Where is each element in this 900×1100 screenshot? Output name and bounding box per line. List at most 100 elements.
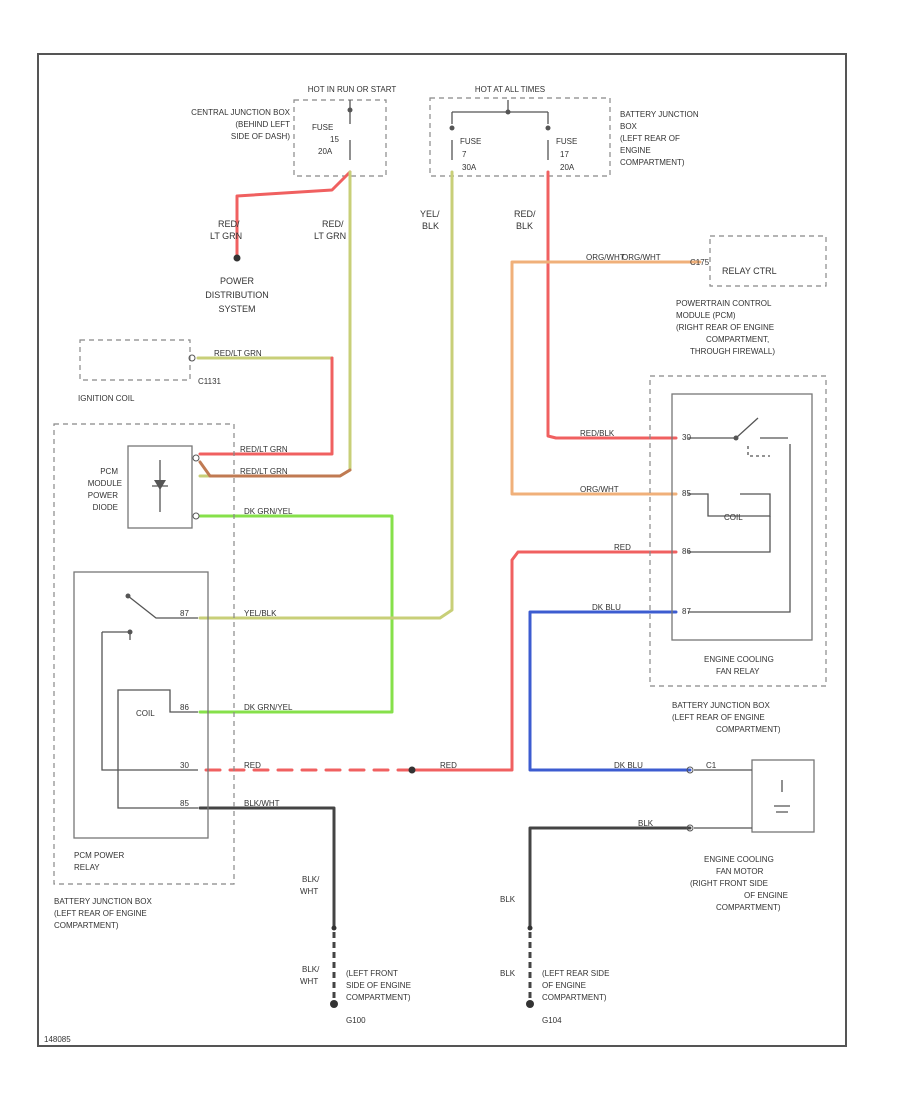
wire-red-lt-grn-1-b: LT GRN [210,231,242,241]
fuse-15-number: 15 [330,135,339,144]
wire-red-lt-grn-ignition [198,170,352,478]
fan-relay-pin-87: 87 [682,607,691,616]
relay-ctrl-label: RELAY CTRL [722,266,777,276]
label-red-b: RED [440,761,457,770]
ground-right-l2: OF ENGINE [542,981,586,990]
wire-red-lt-grn-2-a: RED/ [322,219,344,229]
wire-red-fan-relay [410,550,678,772]
pwr-relay-coil-label: COIL [136,709,155,718]
wire-blk-fan-motor [528,826,692,1006]
power-distribution-l2: DISTRIBUTION [205,290,269,300]
battery-junction-box-top-l3: (LEFT REAR OF [620,134,680,143]
ground-left-wire-c: BLK/ [302,965,320,974]
wire-red-lt-grn-coil-drop [198,356,334,456]
pcm-diode-l2: MODULE [88,479,122,488]
fuse-17-label: FUSE [556,137,577,146]
fan-relay-pin-85: 85 [682,489,691,498]
wire-red-blk-a: RED/ [514,209,536,219]
hot-at-all-times-label: HOT AT ALL TIMES [475,85,545,94]
wire-yel-blk-relay [198,170,454,620]
fuse-7-label: FUSE [460,137,481,146]
pcm-l4: COMPARTMENT, [706,335,769,344]
battery-junction-fuse-box-top: HOT AT ALL TIMES FUSE 7 30A FUSE 17 20A … [429,85,699,177]
label-dk-grn-yel-a: DK GRN/YEL [244,507,293,516]
central-junction-box-loc1: (BEHIND LEFT [235,120,290,129]
wire-red-lt-grn-1-a: RED/ [218,219,240,229]
hot-run-start-label: HOT IN RUN OR START [308,85,397,94]
pcm-relay-ctrl-box: C175 RELAY CTRL POWERTRAIN CONTROL MODUL… [676,235,827,356]
fuse-17-number: 17 [560,150,569,159]
battery-junction-box-top-l5: COMPARTMENT) [620,158,685,167]
central-junction-fuse-box: HOT IN RUN OR START FUSE 15 20A CENTRAL … [191,85,397,177]
ground-left-l2: SIDE OF ENGINE [346,981,411,990]
fuse-15-label: FUSE [312,123,333,132]
label-org-wht-c: ORG/WHT [622,253,661,262]
pcm-power-relay-l2: RELAY [74,863,100,872]
pcm-l2: MODULE (PCM) [676,311,736,320]
ground-left-wire-a: BLK/ [302,875,320,884]
fuse-17-rating: 20A [560,163,575,172]
power-distribution-l1: POWER [220,276,255,286]
pwr-relay-pin-30: 30 [180,761,189,770]
fuse-7-rating: 30A [462,163,477,172]
wire-dk-grn-yel-diode [198,514,394,714]
wire-dk-blu [528,610,692,772]
label-org-wht-b: ORG/WHT [580,485,619,494]
left-bjb-l3: COMPARTMENT) [54,921,119,930]
pwr-relay-pin-85: 85 [180,799,189,808]
wire-yel-blk-a: YEL/ [420,209,440,219]
splice-red [408,766,416,774]
battery-junction-box-top-l4: ENGINE [620,146,651,155]
pcm-diode-l3: POWER [88,491,118,500]
fan-motor-l1: ENGINE COOLING [704,855,774,864]
left-bjb-l2: (LEFT REAR OF ENGINE [54,909,147,918]
ground-left-wire-d: WHT [300,977,318,986]
pwr-relay-pin-87: 87 [180,609,189,618]
label-red-a: RED [244,761,261,770]
diagram-frame [37,53,847,1047]
pcm-l5: THROUGH FIREWALL) [690,347,775,356]
right-bjb-l2: (LEFT REAR OF ENGINE [672,713,765,722]
battery-junction-box-top-l2: BOX [620,122,638,131]
pcm-power-relay-l1: PCM POWER [74,851,124,860]
ground-right-l1: (LEFT REAR SIDE [542,969,609,978]
pwr-relay-pin-86: 86 [180,703,189,712]
right-bjb-l3: COMPARTMENT) [716,725,781,734]
wire-red-lt-grn-2-b: LT GRN [314,231,346,241]
fan-motor-l3: (RIGHT FRONT SIDE [690,879,768,888]
ground-left-id: G100 [346,1016,366,1025]
pcm-diode-l4: DIODE [93,503,118,512]
pcm-l3: (RIGHT REAR OF ENGINE [676,323,774,332]
battery-junction-box-top-title: BATTERY JUNCTION [620,110,699,119]
label-yel-blk: YEL/BLK [244,609,277,618]
figure-id: 148085 [44,1035,71,1044]
ground-right-wire-a: BLK [500,895,516,904]
label-red-lt-grn-coil: RED/LT GRN [214,349,262,358]
fan-motor-pin-1: C1 [706,761,717,770]
fan-relay-pin-86: 86 [682,547,691,556]
power-distribution-l3: SYSTEM [218,304,255,314]
wire-blk-wht-ground [198,806,336,1006]
ground-right: BLK BLK (LEFT REAR SIDE OF ENGINE COMPAR… [500,895,609,1025]
fan-relay-label-l2: FAN RELAY [716,667,760,676]
wire-red-lt-grn-power-dist [235,170,352,260]
label-red-lt-grn-a: RED/LT GRN [240,445,288,454]
fan-relay-coil-label: COIL [724,513,743,522]
ground-right-id: G104 [542,1016,562,1025]
ground-left-wire-b: WHT [300,887,318,896]
wire-red-blk-b: BLK [516,221,533,231]
ignition-coil-label: IGNITION COIL [78,394,135,403]
left-bjb-l1: BATTERY JUNCTION BOX [54,897,152,906]
ground-right-l3: COMPARTMENT) [542,993,607,1002]
ground-right-wire-b: BLK [500,969,516,978]
label-dk-grn-yel-b: DK GRN/YEL [244,703,293,712]
label-blk-motor: BLK [638,819,654,828]
wire-red-blk-fan-relay [546,170,678,440]
central-junction-box-loc2: SIDE OF DASH) [231,132,290,141]
right-bjb-l1: BATTERY JUNCTION BOX [672,701,770,710]
label-blk-wht: BLK/WHT [244,799,280,808]
fan-motor-l4: OF ENGINE [744,891,788,900]
fan-relay-pin-30: 30 [682,433,691,442]
fan-motor-l2: FAN MOTOR [716,867,764,876]
fan-motor-l5: COMPARTMENT) [716,903,781,912]
